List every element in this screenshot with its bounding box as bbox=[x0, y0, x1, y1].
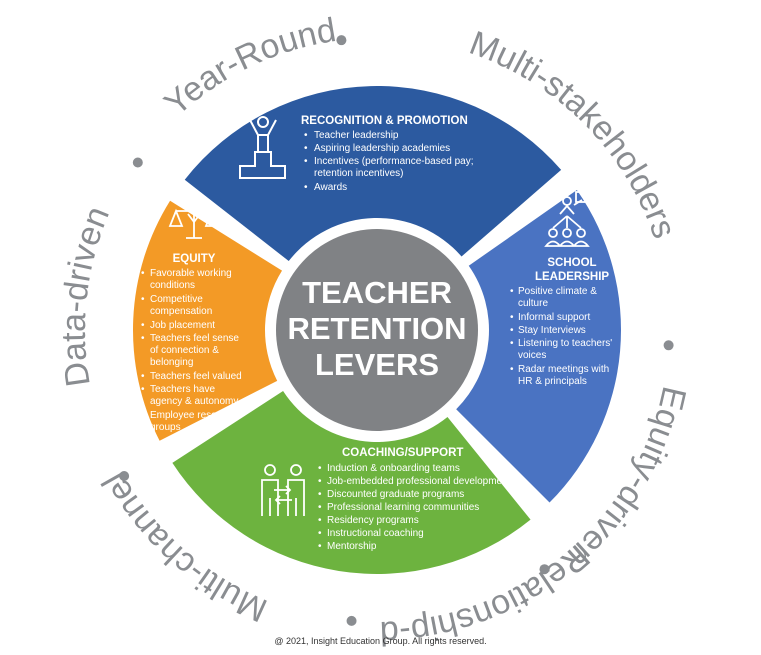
equity-item: belonging bbox=[150, 357, 193, 368]
segments bbox=[133, 86, 622, 574]
recognition-title: RECOGNITION & PROMOTION bbox=[301, 115, 468, 127]
segment-equity bbox=[133, 200, 283, 441]
ring-separator-dot bbox=[346, 615, 357, 626]
ring-separator-dot bbox=[132, 157, 143, 168]
ring-separator-dot bbox=[539, 564, 550, 575]
coaching-bullet: • bbox=[318, 515, 322, 526]
two-people-exchange-icon bbox=[261, 464, 305, 516]
ring-separator-dot bbox=[119, 471, 130, 481]
leadership-item: Radar meetings with bbox=[518, 364, 609, 375]
presenter-group-icon bbox=[544, 191, 594, 247]
leadership-bullet: • bbox=[510, 364, 514, 375]
coaching-bullet: • bbox=[318, 528, 322, 539]
recognition-bullet: • bbox=[304, 182, 308, 193]
leadership-bullet: • bbox=[510, 338, 514, 349]
ring-separator-dot bbox=[663, 340, 674, 351]
equity-bullet: • bbox=[141, 294, 145, 305]
equity-item: Teachers feel sense bbox=[150, 333, 239, 344]
coaching-item: Professional learning communities bbox=[327, 502, 479, 513]
coaching-item: Discounted graduate programs bbox=[327, 489, 464, 500]
equity-bullet: • bbox=[141, 333, 145, 344]
coaching-content: COACHING/SUPPORT • Induction & onboardin… bbox=[261, 447, 511, 552]
leadership-content: SCHOOL LEADERSHIP • Positive climate & c… bbox=[510, 191, 612, 387]
leadership-bullet: • bbox=[510, 312, 514, 323]
equity-item: compensation bbox=[150, 306, 212, 317]
equity-item: Teachers feel valued bbox=[150, 371, 242, 382]
equity-item: conditions bbox=[150, 280, 195, 291]
equity-bullet: • bbox=[141, 384, 145, 395]
leadership-item: Informal support bbox=[518, 312, 590, 323]
coaching-item: Instructional coaching bbox=[327, 528, 424, 539]
coaching-bullet: • bbox=[318, 541, 322, 552]
coaching-item: Residency programs bbox=[327, 515, 419, 526]
segment-school-leadership bbox=[456, 190, 622, 503]
leadership-bullet: • bbox=[510, 286, 514, 297]
recognition-item: Aspiring leadership academies bbox=[314, 143, 450, 154]
center-line-3: LEVERS bbox=[315, 347, 439, 382]
equity-content: EQUITY • Favorable working conditions • … bbox=[141, 198, 242, 433]
leadership-item: Stay Interviews bbox=[518, 325, 586, 336]
segment-coaching-support bbox=[172, 390, 531, 574]
equity-item: Teachers have bbox=[150, 384, 215, 395]
center-circle bbox=[276, 229, 478, 431]
recognition-item: Awards bbox=[314, 182, 347, 193]
leadership-title-line-2: LEADERSHIP bbox=[535, 271, 609, 283]
ring-label-group: Data-driven bbox=[55, 201, 117, 389]
ring-separator-dots bbox=[119, 35, 674, 626]
equity-item: agency & autonomy bbox=[150, 396, 238, 407]
segment-recognition-promotion bbox=[184, 86, 562, 262]
coaching-item: Induction & onboarding teams bbox=[327, 463, 460, 474]
equity-bullet: • bbox=[141, 320, 145, 331]
recognition-item: Teacher leadership bbox=[314, 130, 399, 141]
coaching-title: COACHING/SUPPORT bbox=[342, 447, 463, 459]
recognition-bullet: • bbox=[304, 143, 308, 154]
coaching-bullet: • bbox=[318, 489, 322, 500]
equity-item: groups bbox=[150, 422, 181, 433]
equity-title: EQUITY bbox=[173, 253, 216, 265]
recognition-item: retention incentives) bbox=[314, 168, 404, 179]
coaching-bullet: • bbox=[318, 463, 322, 474]
center-line-2: RETENTION bbox=[287, 311, 466, 346]
copyright-footer: @ 2021, Insight Education Group. All rig… bbox=[274, 636, 487, 646]
equity-item: Competitive bbox=[150, 294, 203, 305]
balance-scale-icon bbox=[168, 198, 220, 239]
recognition-item: Incentives (performance-based pay; bbox=[314, 156, 474, 167]
leadership-title-line-1: SCHOOL bbox=[547, 257, 596, 269]
recognition-bullet: • bbox=[304, 130, 308, 141]
coaching-bullet: • bbox=[318, 502, 322, 513]
ring-separator-dot bbox=[336, 35, 347, 46]
coaching-bullet: • bbox=[318, 476, 322, 487]
equity-bullet: • bbox=[141, 371, 145, 382]
coaching-item: Mentorship bbox=[327, 541, 377, 552]
equity-item: Favorable working bbox=[150, 268, 232, 279]
equity-bullet: • bbox=[141, 268, 145, 279]
equity-item: of connection & bbox=[150, 345, 219, 356]
equity-item: Employee resource bbox=[150, 410, 237, 421]
equity-item: Job placement bbox=[150, 320, 215, 331]
equity-bullet: • bbox=[141, 410, 145, 421]
leadership-item: culture bbox=[518, 298, 548, 309]
leadership-bullet: • bbox=[510, 325, 514, 336]
ring-label-data-driven: Data-driven bbox=[55, 201, 117, 389]
leadership-item: Listening to teachers' bbox=[518, 338, 612, 349]
recognition-content: RECOGNITION & PROMOTION • Teacher leader… bbox=[239, 115, 474, 193]
podium-person-icon bbox=[239, 116, 286, 179]
center-line-1: TEACHER bbox=[302, 275, 452, 310]
leadership-item: Positive climate & bbox=[518, 286, 597, 297]
coaching-item: Job-embedded professional development bbox=[327, 476, 511, 487]
leadership-item: HR & principals bbox=[518, 376, 587, 387]
recognition-bullet: • bbox=[304, 156, 308, 167]
leadership-item: voices bbox=[518, 350, 546, 361]
